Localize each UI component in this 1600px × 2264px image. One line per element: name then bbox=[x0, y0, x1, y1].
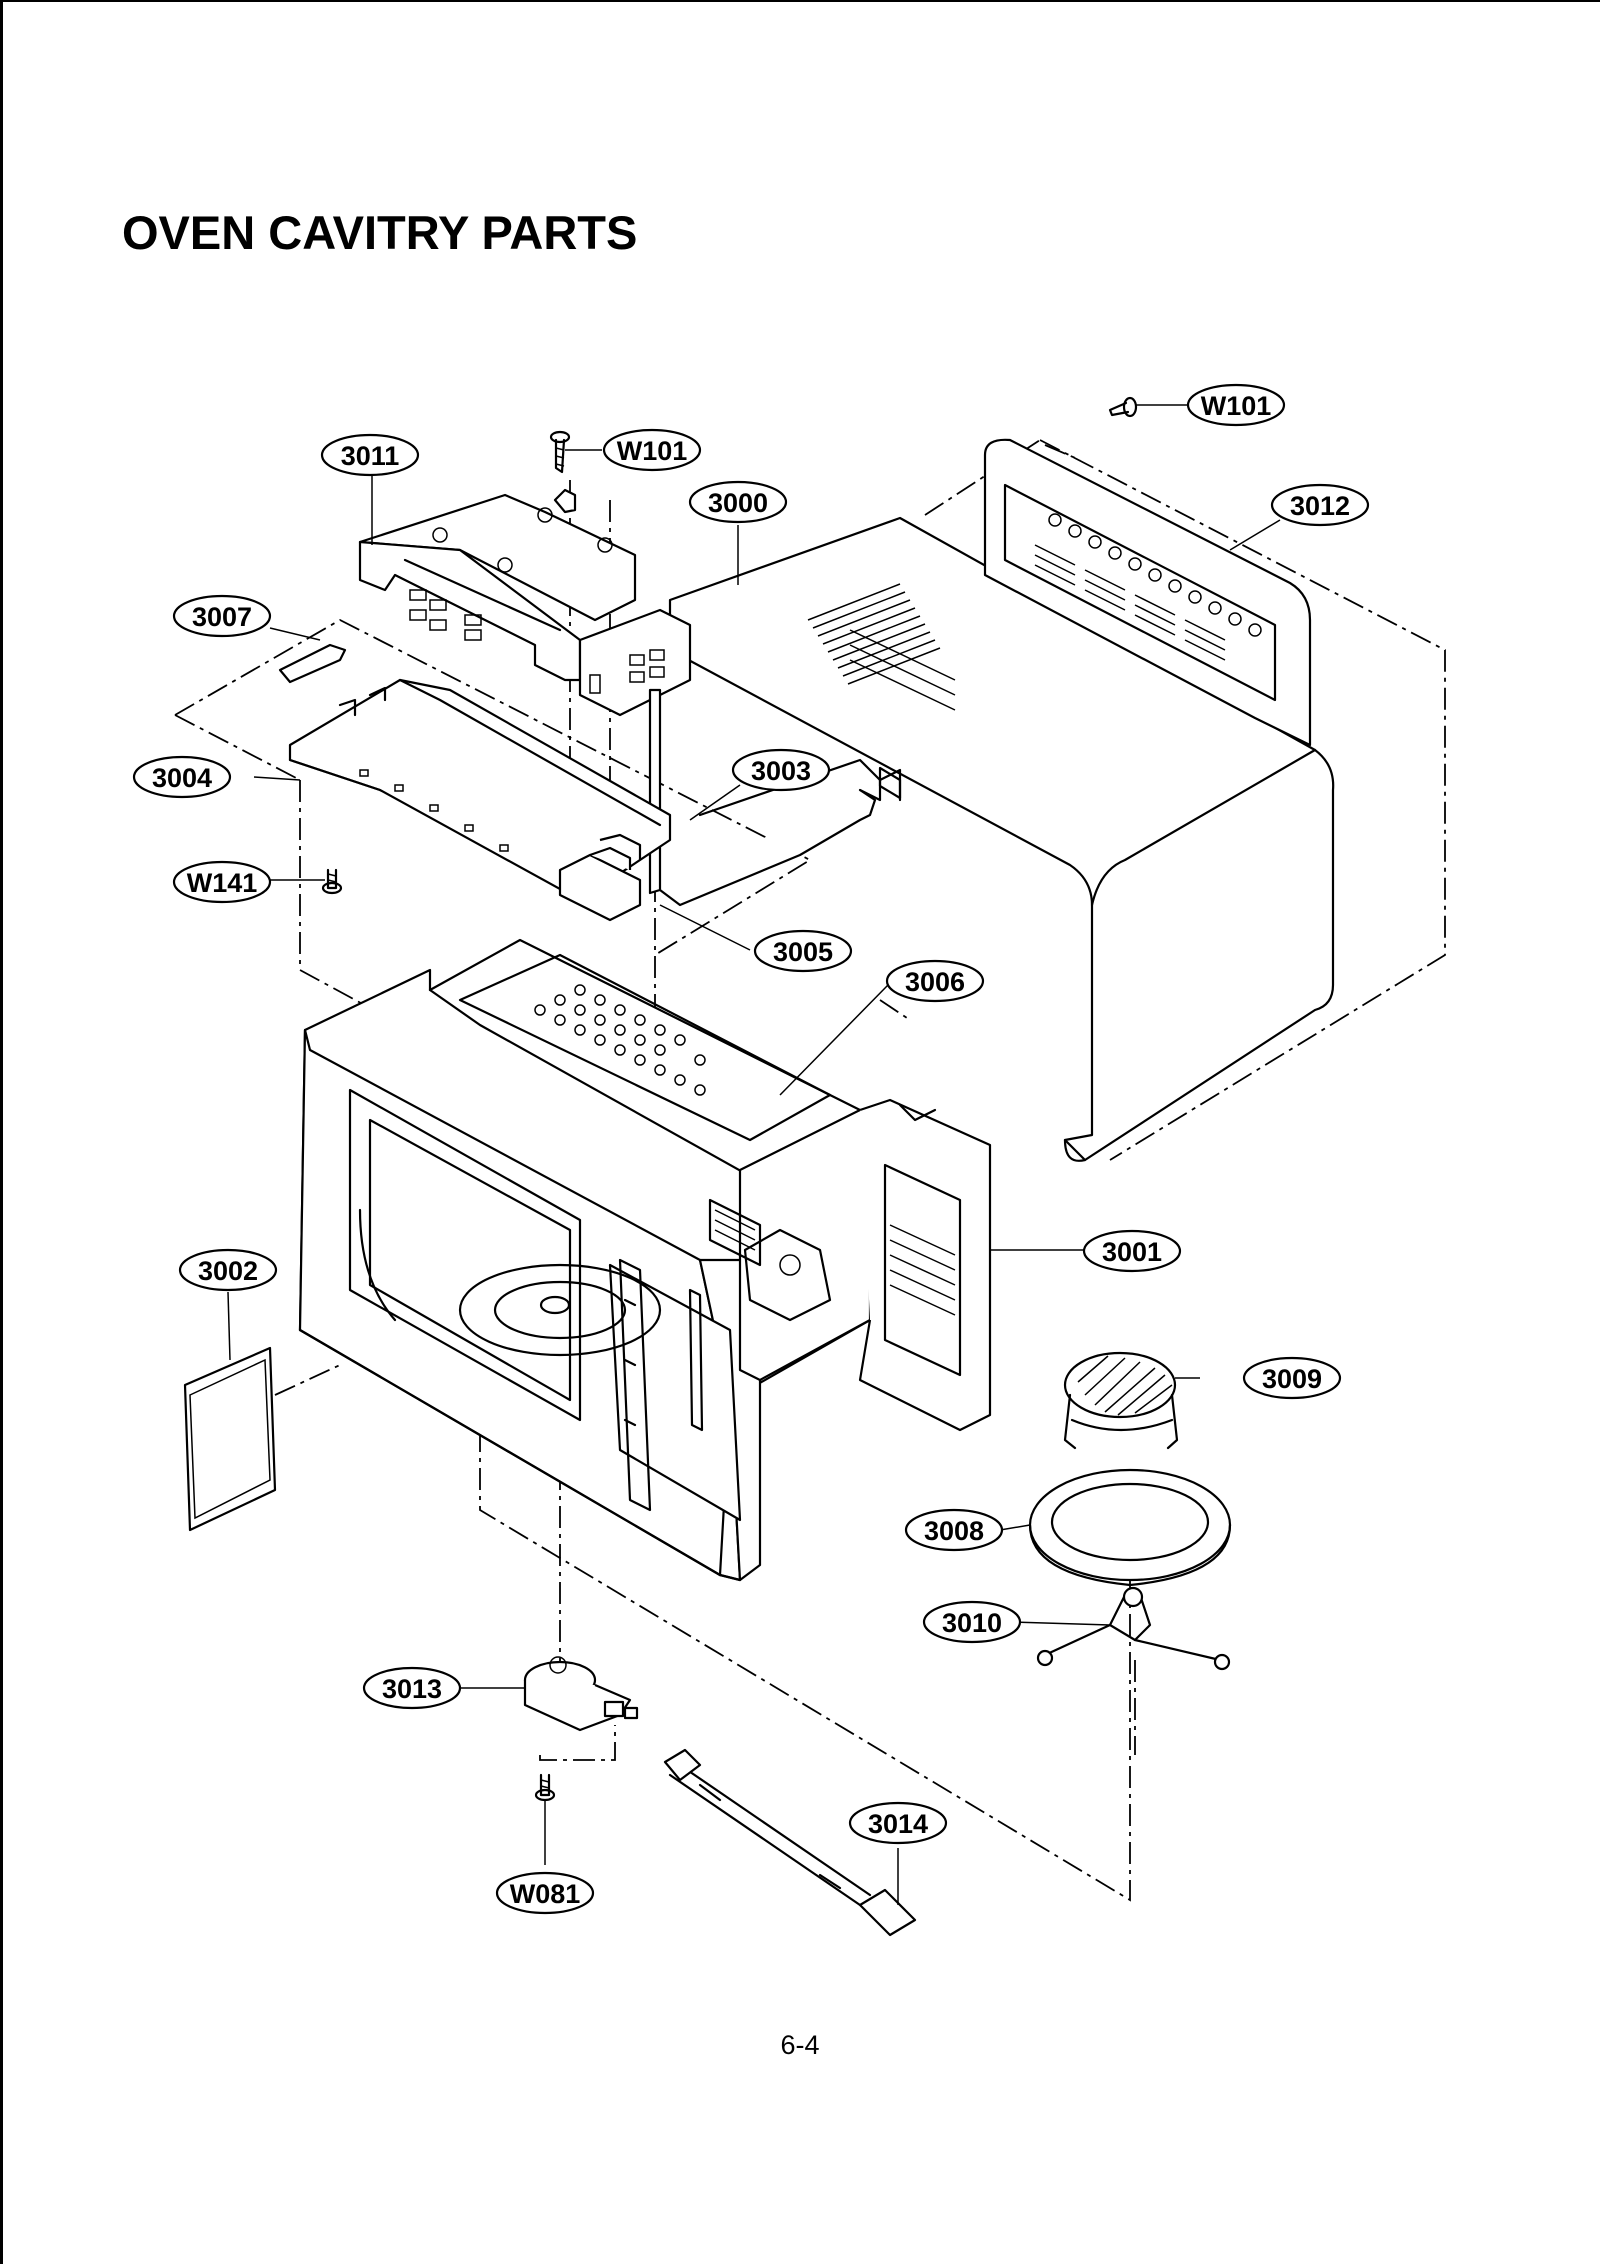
callout-3001: 3001 bbox=[1082, 1229, 1182, 1273]
callout-3007: 3007 bbox=[172, 594, 272, 638]
bracket-3011 bbox=[358, 488, 692, 717]
page-title: OVEN CAVITRY PARTS bbox=[122, 206, 638, 259]
callout-w101-top: W101 bbox=[602, 428, 702, 472]
svg-text:3013: 3013 bbox=[382, 1674, 442, 1704]
svg-text:3007: 3007 bbox=[192, 602, 252, 632]
cabinet-3000 bbox=[668, 516, 1335, 1162]
plate-holes bbox=[359, 769, 509, 852]
page-number: 6-4 bbox=[780, 2030, 820, 2060]
callout-3008: 3008 bbox=[904, 1508, 1004, 1552]
callout-3006: 3006 bbox=[885, 959, 985, 1003]
cavity-side-panel bbox=[738, 1098, 992, 1432]
bracket-3005 bbox=[558, 833, 642, 922]
leader-lines bbox=[227, 404, 1281, 1905]
cabinet-vent-slots bbox=[807, 583, 956, 711]
callout-3010: 3010 bbox=[922, 1600, 1022, 1644]
svg-text:3012: 3012 bbox=[1290, 491, 1350, 521]
screw-w081 bbox=[534, 1773, 556, 1802]
svg-text:3004: 3004 bbox=[152, 763, 212, 793]
svg-text:W141: W141 bbox=[187, 868, 258, 898]
callout-3011: 3011 bbox=[320, 433, 420, 477]
motor-3013 bbox=[523, 1656, 639, 1732]
callout-w141: W141 bbox=[172, 860, 272, 904]
svg-text:3002: 3002 bbox=[198, 1256, 258, 1286]
cavity-3001 bbox=[298, 938, 992, 1582]
svg-text:W101: W101 bbox=[617, 436, 688, 466]
svg-text:W101: W101 bbox=[1201, 391, 1272, 421]
bracket-slots bbox=[409, 589, 665, 694]
rack-3009 bbox=[1063, 1351, 1179, 1450]
svg-text:3001: 3001 bbox=[1102, 1237, 1162, 1267]
callout-3002: 3002 bbox=[178, 1248, 278, 1292]
svg-text:3000: 3000 bbox=[708, 488, 768, 518]
page-border-left bbox=[0, 0, 3, 2264]
callout-3003: 3003 bbox=[731, 748, 831, 792]
callout-3009: 3009 bbox=[1242, 1356, 1342, 1400]
callout-w101-right: W101 bbox=[1186, 383, 1286, 427]
cavity-top-grid bbox=[458, 953, 832, 1142]
svg-text:3006: 3006 bbox=[905, 967, 965, 997]
callout-3000: 3000 bbox=[688, 480, 788, 524]
cover-3002 bbox=[183, 1346, 277, 1532]
page-border-top bbox=[0, 0, 1600, 2]
back-plate-slots bbox=[1034, 544, 1226, 661]
svg-text:W081: W081 bbox=[510, 1879, 581, 1909]
svg-text:3014: 3014 bbox=[868, 1809, 928, 1839]
screw-w141 bbox=[321, 868, 343, 895]
roller-3010 bbox=[1036, 1586, 1231, 1671]
callout-3012: 3012 bbox=[1270, 483, 1370, 527]
cavity-front-frame bbox=[618, 1198, 762, 1512]
plate-3004 bbox=[288, 678, 672, 902]
callout-3014: 3014 bbox=[848, 1801, 948, 1845]
clip-3007 bbox=[278, 643, 347, 684]
screw-w101-top bbox=[549, 430, 571, 474]
tray-3008 bbox=[1028, 1468, 1232, 1587]
svg-text:3011: 3011 bbox=[341, 441, 400, 471]
svg-text:3008: 3008 bbox=[924, 1516, 984, 1546]
back-plate-3012 bbox=[983, 438, 1312, 747]
svg-text:3005: 3005 bbox=[773, 937, 833, 967]
harness-3014 bbox=[663, 1748, 917, 1937]
svg-text:3010: 3010 bbox=[942, 1608, 1002, 1638]
svg-text:3009: 3009 bbox=[1262, 1364, 1322, 1394]
screw-w101-right bbox=[1108, 396, 1138, 418]
callout-3013: 3013 bbox=[362, 1666, 462, 1710]
callout-3005: 3005 bbox=[753, 929, 853, 973]
back-plate-holes bbox=[1048, 513, 1262, 637]
callout-3004: 3004 bbox=[132, 755, 232, 799]
svg-text:3003: 3003 bbox=[751, 756, 811, 786]
callout-w081: W081 bbox=[495, 1871, 595, 1915]
